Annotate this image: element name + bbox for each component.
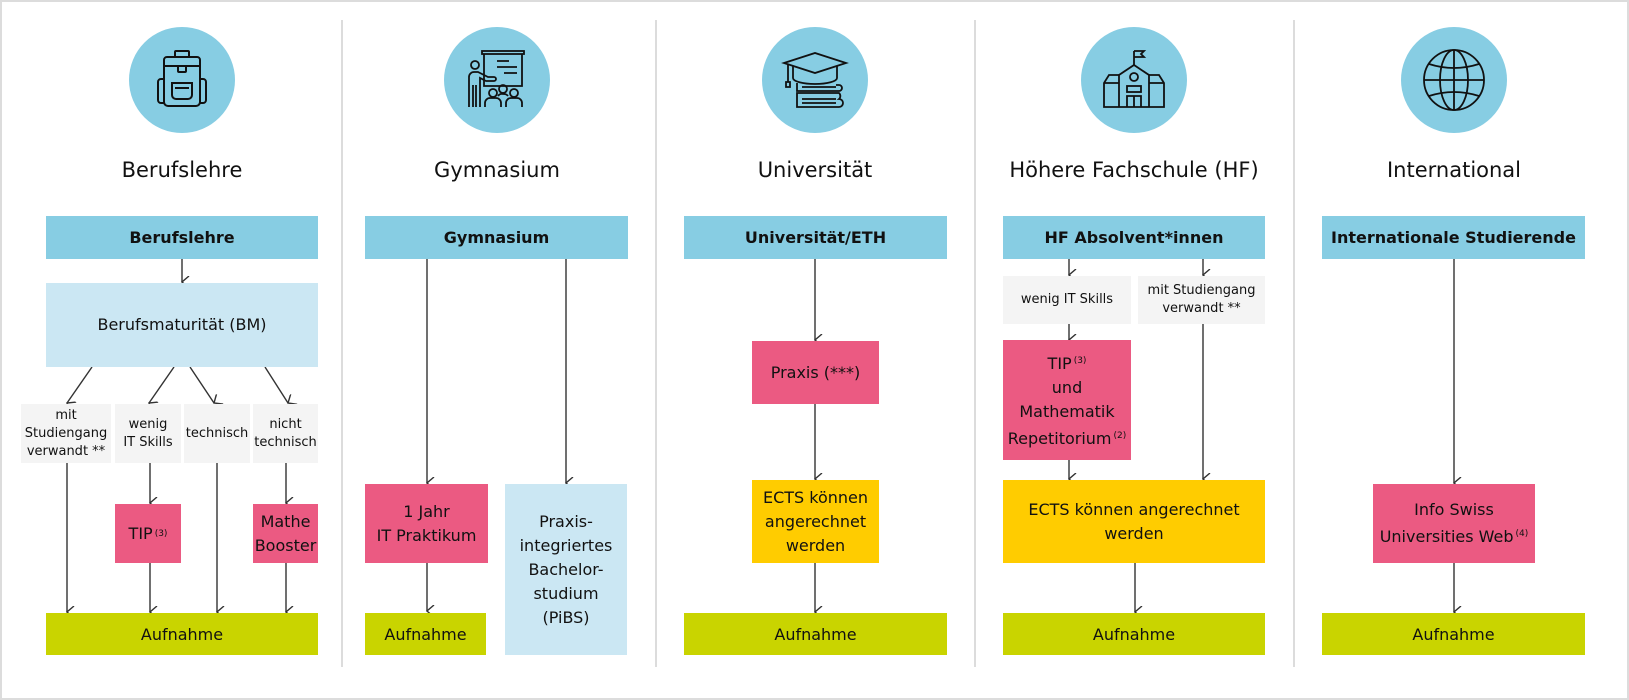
tip-label: TIP (128, 523, 153, 543)
column-divider (655, 20, 657, 667)
pibs-label: (PiBS) (542, 607, 590, 627)
internship-label: IT Praktikum (376, 525, 477, 545)
column-title: Berufslehre (121, 158, 243, 182)
branch-label: verwandt ** (26, 443, 106, 459)
tip-label: Mathematik (1019, 402, 1115, 421)
footnote-ref: (3) (154, 528, 168, 539)
pibs-label: Bachelor- (528, 559, 604, 579)
branch-label: wenig IT Skills (1020, 292, 1114, 307)
info-swiss-universities-box: Info Swiss Universities Web(4) (1373, 484, 1535, 563)
column-title: International (1386, 158, 1522, 182)
tip-label: und (1051, 378, 1083, 397)
admission-box: Aufnahme (365, 613, 486, 655)
pibs-box: Praxis- integriertes Bachelor- studium (… (505, 484, 627, 655)
it-internship-box: 1 Jahr IT Praktikum (365, 484, 488, 563)
branch-label: technisch (254, 434, 317, 450)
info-text: Universities Web (1379, 527, 1514, 546)
branch-low-it-skills: wenig IT Skills (1003, 276, 1131, 324)
branch-label: Studiengang (24, 425, 108, 441)
school-building-icon (1081, 27, 1187, 133)
backpack-icon (129, 27, 235, 133)
branch-related-study: mit Studiengang verwandt ** (1138, 276, 1265, 324)
ects-box: ECTS können angerechnet werden (752, 480, 879, 563)
column-divider (341, 20, 343, 667)
column-title: Gymnasium (434, 158, 560, 182)
start-box-berufslehre: Berufslehre (46, 216, 318, 259)
column-title: Universität (757, 158, 873, 182)
column-title: Höhere Fachschule (HF) (1009, 158, 1259, 182)
branch-label: wenig (128, 416, 168, 432)
tip-label: Repetitorium(2) (1008, 424, 1127, 451)
mathe-label: Mathe (260, 511, 311, 531)
footnote-ref: (3) (1073, 356, 1087, 366)
tip-label: TIP(3) (1048, 349, 1087, 376)
branch-technical: technisch (184, 404, 250, 463)
footnote-ref: (4) (1515, 529, 1529, 539)
admission-box: Aufnahme (1322, 613, 1585, 655)
ects-box: ECTS können angerechnet werden (1003, 480, 1265, 563)
branch-label: verwandt ** (1162, 301, 1241, 316)
branch-related-study: mit Studiengang verwandt ** (21, 404, 111, 463)
ects-label: werden (1104, 523, 1164, 543)
branch-non-technical: nicht technisch (253, 404, 318, 463)
tip-text: Repetitorium (1007, 429, 1112, 448)
ects-label: werden (785, 535, 846, 555)
start-box-international: Internationale Studierende (1322, 216, 1585, 259)
globe-icon (1401, 27, 1507, 133)
mathe-booster-box: Mathe Booster (253, 504, 318, 563)
pibs-label: integriertes (519, 535, 613, 555)
branch-label: technisch (185, 425, 249, 441)
ects-label: angerechnet (764, 511, 867, 531)
tip-text: TIP (1047, 354, 1072, 373)
ects-label: ECTS können angerechnet (1028, 499, 1240, 519)
admission-box: Aufnahme (684, 613, 947, 655)
admission-box: Aufnahme (46, 613, 318, 655)
start-box-gymnasium: Gymnasium (365, 216, 628, 259)
branch-label: IT Skills (123, 434, 173, 450)
internship-label: 1 Jahr (403, 501, 450, 521)
branch-label: mit Studiengang (1147, 283, 1256, 298)
column-divider (1293, 20, 1295, 667)
pibs-label: Praxis- (539, 511, 593, 531)
admission-box: Aufnahme (1003, 613, 1265, 655)
tip-box: TIP(3) (115, 504, 181, 563)
tip-math-repetitorium-box: TIP(3) und Mathematik Repetitorium(2) (1003, 340, 1131, 460)
start-box-university: Universität/ETH (684, 216, 947, 259)
branch-low-it-skills: wenig IT Skills (115, 404, 181, 463)
pibs-label: studium (533, 583, 599, 603)
teacher-classroom-icon (444, 27, 550, 133)
info-label: Info Swiss (1414, 500, 1494, 519)
graduation-cap-books-icon (762, 27, 868, 133)
column-divider (974, 20, 976, 667)
mathe-label: Booster (254, 535, 317, 555)
start-box-hf: HF Absolvent*innen (1003, 216, 1265, 259)
berufsmaturitaet-box: Berufsmaturität (BM) (46, 283, 318, 367)
ects-label: ECTS können (762, 487, 869, 507)
practice-box: Praxis (***) (752, 341, 879, 404)
branch-label: nicht (269, 416, 302, 432)
branch-label: mit (55, 407, 77, 423)
footnote-ref: (2) (1113, 431, 1127, 441)
info-label: Universities Web(4) (1380, 522, 1529, 549)
